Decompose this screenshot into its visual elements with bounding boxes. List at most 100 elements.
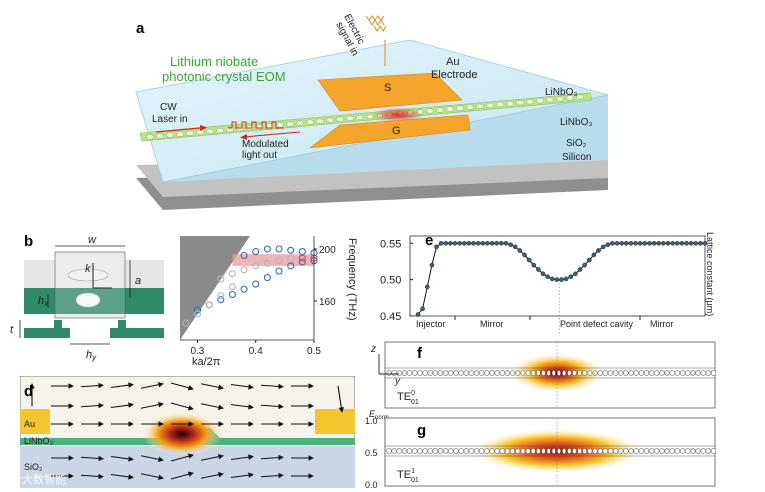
e-ylabel: Lattice constant (μm): [705, 232, 715, 316]
e-point: [582, 262, 587, 268]
e-region-label: Injector: [416, 319, 446, 329]
crystal-hole: [536, 370, 541, 376]
crystal-hole: [256, 124, 264, 130]
e-point: [512, 244, 518, 250]
band-point: [193, 306, 202, 314]
modulated-label-2: light out: [242, 150, 277, 161]
cross-section-gap: [70, 320, 110, 338]
crystal-hole: [607, 448, 614, 454]
band-point: [240, 266, 248, 274]
crystal-hole: [546, 97, 554, 103]
colorbar-title: Enorm: [369, 410, 389, 421]
crystal-hole: [592, 370, 598, 376]
e-point: [425, 284, 430, 290]
crystal-hole: [489, 448, 495, 454]
crystal-hole: [649, 448, 655, 454]
crystal-hole: [638, 448, 645, 454]
crystal-hole: [705, 370, 711, 376]
e-point: [559, 277, 564, 282]
band-point: [275, 267, 283, 275]
crystal-hole: [618, 448, 624, 454]
d-field-arrows: [29, 381, 345, 481]
band-point: [182, 319, 190, 327]
field-arrow: [200, 383, 224, 391]
crystal-hole: [427, 370, 433, 376]
crystal-hole: [690, 370, 696, 376]
crystal-hole: [520, 448, 526, 454]
watermark: 大数智能: [22, 472, 66, 486]
hy-label: hy: [86, 349, 97, 362]
e-y-tick-label: 0.45: [380, 311, 401, 323]
crystal-hole: [206, 128, 214, 135]
band-point: [228, 290, 236, 299]
crystal-hole: [557, 448, 561, 454]
e-point: [568, 274, 574, 280]
e-point: [674, 241, 680, 246]
crystal-hole: [166, 132, 174, 138]
crystal-hole: [602, 448, 609, 454]
panel-g-label: g: [417, 422, 426, 439]
e-point: [489, 241, 495, 246]
field-arrow: [80, 402, 104, 409]
f-mode-profile: [509, 353, 605, 393]
ground-pad-label: G: [392, 125, 401, 137]
crystal-hole: [463, 448, 470, 454]
crystal-hole: [556, 96, 564, 102]
crystal-hole: [566, 95, 574, 101]
crystal-hole: [453, 448, 459, 454]
field-arrow: [230, 403, 254, 410]
crystal-hole: [176, 131, 184, 137]
crystal-hole: [494, 370, 500, 376]
crystal-hole: [437, 448, 444, 454]
e-y-tick-label: 0.55: [380, 238, 401, 250]
band-point: [217, 275, 225, 283]
crystal-hole: [628, 448, 634, 454]
band-point: [275, 257, 283, 265]
field-arrow: [230, 472, 254, 479]
cw-label-2: Laser in: [152, 114, 188, 125]
crystal-hole: [296, 120, 304, 126]
crystal-hole: [476, 103, 484, 109]
crystal-hole: [572, 448, 577, 454]
field-arrow: [110, 402, 134, 409]
panel-a: a S G Electric signal in Au Electrode Li…: [135, 12, 609, 210]
d-au-label: Au: [24, 419, 35, 429]
d-au-left: [20, 409, 50, 434]
au-label: Au: [446, 56, 459, 68]
crystal-hole: [567, 448, 572, 454]
crystal-hole: [468, 448, 475, 454]
crystal-hole: [478, 448, 485, 454]
e-point: [665, 241, 671, 246]
crystal-hole: [406, 370, 413, 376]
band-point: [275, 245, 283, 253]
crystal-hole: [618, 370, 624, 376]
crystal-hole: [456, 105, 464, 111]
cw-arrow: [155, 127, 201, 133]
c-y-tick-label: 160: [319, 297, 336, 308]
electrode-label: Electrode: [431, 69, 477, 81]
electric-signal-wave: [365, 15, 387, 32]
crystal-hole: [506, 100, 514, 107]
field-arrow: [140, 473, 164, 481]
e-point: [628, 241, 634, 246]
crystal-hole: [432, 448, 439, 454]
hole-top: [67, 268, 109, 282]
crystal-hole: [391, 370, 397, 376]
crystal-hole: [473, 370, 480, 376]
crystal-hole: [530, 370, 536, 376]
e-point: [577, 267, 583, 272]
signal-electrode: [317, 72, 463, 112]
crystal-hole: [412, 370, 418, 376]
crystal-hole: [436, 107, 444, 113]
crystal-hole: [669, 448, 675, 454]
crystal-hole: [597, 448, 603, 454]
crystal-hole: [406, 448, 413, 454]
field-arrow: [140, 381, 164, 389]
field-arrow: [170, 402, 194, 411]
w-label: w: [88, 234, 97, 246]
e-point: [536, 267, 541, 272]
crystal-hole: [525, 370, 531, 376]
crystal-hole: [628, 370, 634, 376]
e-point: [554, 277, 560, 282]
